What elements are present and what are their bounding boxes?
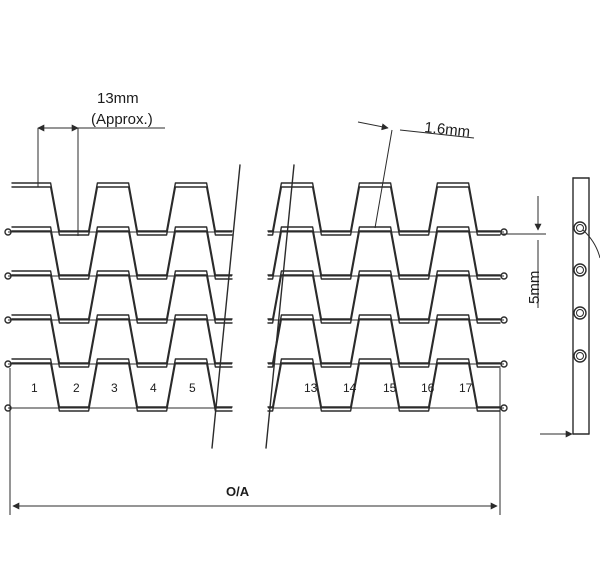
pitch-number: 16	[421, 381, 435, 395]
mesh-wire	[11, 274, 233, 324]
pitch-number: 5	[189, 381, 196, 395]
mesh-wire	[267, 186, 501, 236]
overall-label: O/A	[226, 484, 250, 499]
pitch-number: 3	[111, 381, 118, 395]
rod-end	[500, 228, 508, 236]
pitch-numbers: 1 2 3 4 5 13 14 15 16 17	[31, 381, 473, 395]
side-hole-inner	[576, 309, 584, 317]
mesh-rows	[4, 182, 508, 412]
rod-end	[500, 272, 508, 280]
mesh-wire	[11, 226, 233, 276]
rod-end	[500, 360, 508, 368]
pitch-label-line2: (Approx.)	[91, 111, 153, 128]
mesh-wire	[267, 230, 501, 280]
pitch-number: 14	[343, 381, 357, 395]
spacing-label: 5mm	[526, 271, 543, 304]
mesh-wire	[267, 182, 501, 232]
break-line-left	[211, 164, 241, 449]
spacing-dimension: 5mm	[500, 196, 546, 308]
pitch-number: 17	[459, 381, 473, 395]
mesh-wire	[267, 274, 501, 324]
pitch-number: 4	[150, 381, 157, 395]
mesh-wire	[11, 362, 233, 412]
mesh-wire	[267, 358, 501, 408]
mesh-wire	[267, 270, 501, 320]
pitch-dimension: 13mm (Approx.)	[37, 90, 165, 236]
rod-end	[4, 316, 12, 324]
mesh-wire	[267, 314, 501, 364]
mesh-wire	[11, 358, 233, 408]
overall-dimension: O/A	[9, 368, 501, 515]
wire-dimension: 1.6mm	[357, 119, 475, 229]
pitch-number: 13	[304, 381, 318, 395]
rod-end	[500, 316, 508, 324]
mesh-wire	[267, 318, 501, 368]
wire-label: 1.6mm	[424, 119, 471, 141]
mesh-wire	[11, 186, 233, 236]
mesh-wire	[11, 270, 233, 320]
rod-end	[4, 228, 12, 236]
break-line-right	[265, 164, 295, 449]
side-hole-inner	[576, 224, 584, 232]
side-hole-inner	[576, 266, 584, 274]
pitch-label-line1: 13mm	[97, 90, 139, 107]
side-view	[540, 177, 600, 438]
mesh-wire	[267, 226, 501, 276]
side-hole-inner	[576, 352, 584, 360]
pitch-number: 15	[383, 381, 397, 395]
side-hole	[573, 263, 587, 277]
mesh-wire	[11, 182, 233, 232]
side-hole	[573, 349, 587, 363]
pitch-number: 2	[73, 381, 80, 395]
side-hole	[573, 306, 587, 320]
rod-end	[4, 272, 12, 280]
mesh-wire	[11, 230, 233, 280]
pitch-number: 1	[31, 381, 38, 395]
rod-end	[500, 404, 508, 412]
rod-end	[4, 360, 12, 368]
side-hole	[573, 221, 587, 235]
rod-end	[4, 404, 12, 412]
mesh-wire	[267, 362, 501, 412]
mesh-wire	[11, 314, 233, 364]
mesh-wire	[11, 318, 233, 368]
